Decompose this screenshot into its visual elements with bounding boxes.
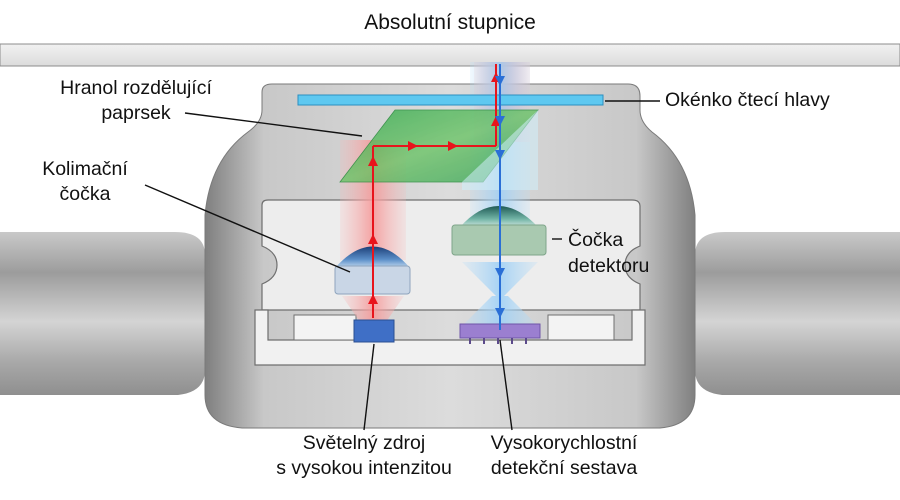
read-head-housing-left-arm — [0, 232, 205, 395]
label-window: Okénko čtecí hlavy — [665, 89, 830, 111]
label-collimator-line2: čočka — [59, 183, 111, 205]
leader-lines — [144, 100, 660, 431]
red-ray-arrows — [368, 72, 501, 304]
label-detector-lens-line2: detektoru — [568, 255, 650, 277]
label-light-source-line2: s vysokou intenzitou — [276, 457, 452, 479]
read-head-window — [297, 94, 604, 106]
label-collimator-line1: Kolimační — [42, 158, 128, 180]
read-head-housing-right-arm — [695, 232, 900, 395]
label-detector-lens-line1: Čočka — [568, 229, 624, 251]
title-absolute-scale: Absolutní stupnice — [364, 11, 536, 34]
blue-ray-arrows — [495, 76, 505, 318]
pcb-step-left — [293, 314, 357, 341]
lower-recess — [254, 309, 646, 366]
label-detector-array-line1: Vysokorychlostní — [490, 432, 638, 454]
detector-array-pins — [469, 338, 527, 344]
pcb-step-right — [547, 314, 615, 341]
label-detector-array-line2: detekční sestava — [490, 457, 638, 479]
light-source-block — [353, 319, 395, 343]
absolute-scale — [0, 43, 900, 67]
label-prism-line1: Hranol rozdělující — [60, 77, 212, 99]
label-prism-line2: paprsek — [101, 102, 171, 124]
label-light-source-line1: Světelný zdroj — [302, 432, 426, 454]
